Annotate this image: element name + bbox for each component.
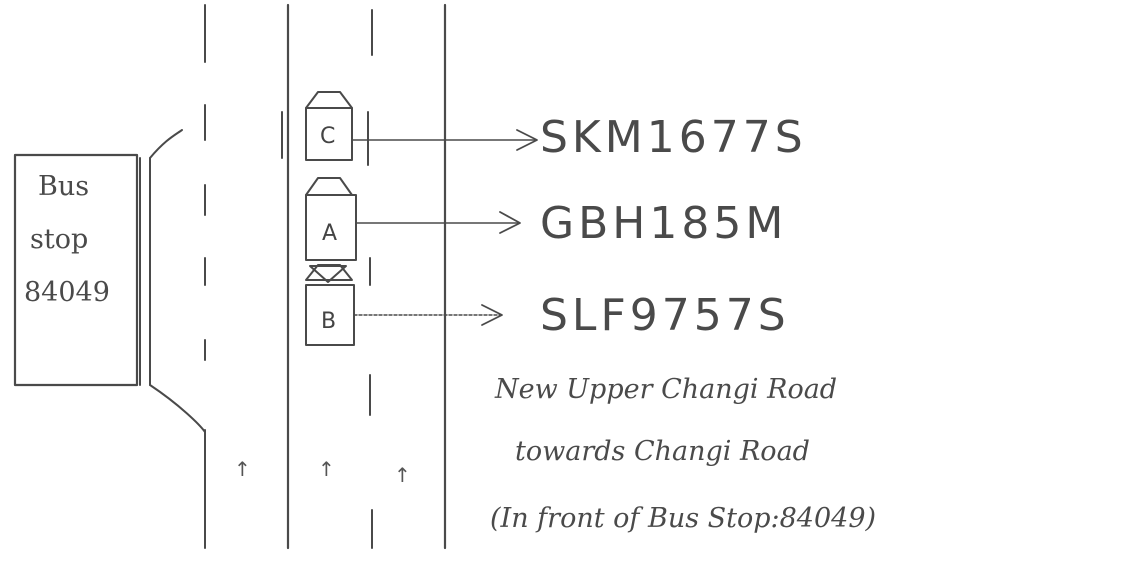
bus-stop-shelter [13,153,139,387]
vehicle-b: B [305,264,355,346]
bus-stop-label-line-1: Bus [38,171,89,202]
bus-bay-curve-top [149,129,183,159]
plate-vehicle-c: SKM1677S [540,112,807,163]
vehicle-c-label: C [320,124,335,149]
plate-vehicle-b: SLF9757S [540,290,790,341]
bus-bay-curve-bottom [149,384,206,433]
location-note-line-2: towards Changi Road [515,436,810,467]
location-note-line-3: (In front of Bus Stop:84049) [490,503,876,534]
vehicle-a: A [305,177,357,261]
vehicle-b-label: B [321,309,336,334]
pointer-arrow-a [355,211,521,234]
traffic-direction-arrow-right-lane: ↑ [394,463,411,487]
vehicle-c: C [305,91,353,161]
plate-vehicle-a: GBH185M [540,198,787,249]
bus-stop-label-line-2: stop [30,224,88,255]
pointer-arrow-b [353,304,503,326]
pointer-arrow-c [351,129,538,151]
location-note-line-1: New Upper Changi Road [494,374,837,405]
traffic-direction-arrow-middle-lane: ↑ [318,457,335,481]
traffic-direction-arrow-left-lane: ↑ [234,457,251,481]
right-lane-dashes [367,9,373,549]
bus-stop-label-line-3: 84049 [24,277,110,308]
vehicle-a-label: A [322,221,337,246]
